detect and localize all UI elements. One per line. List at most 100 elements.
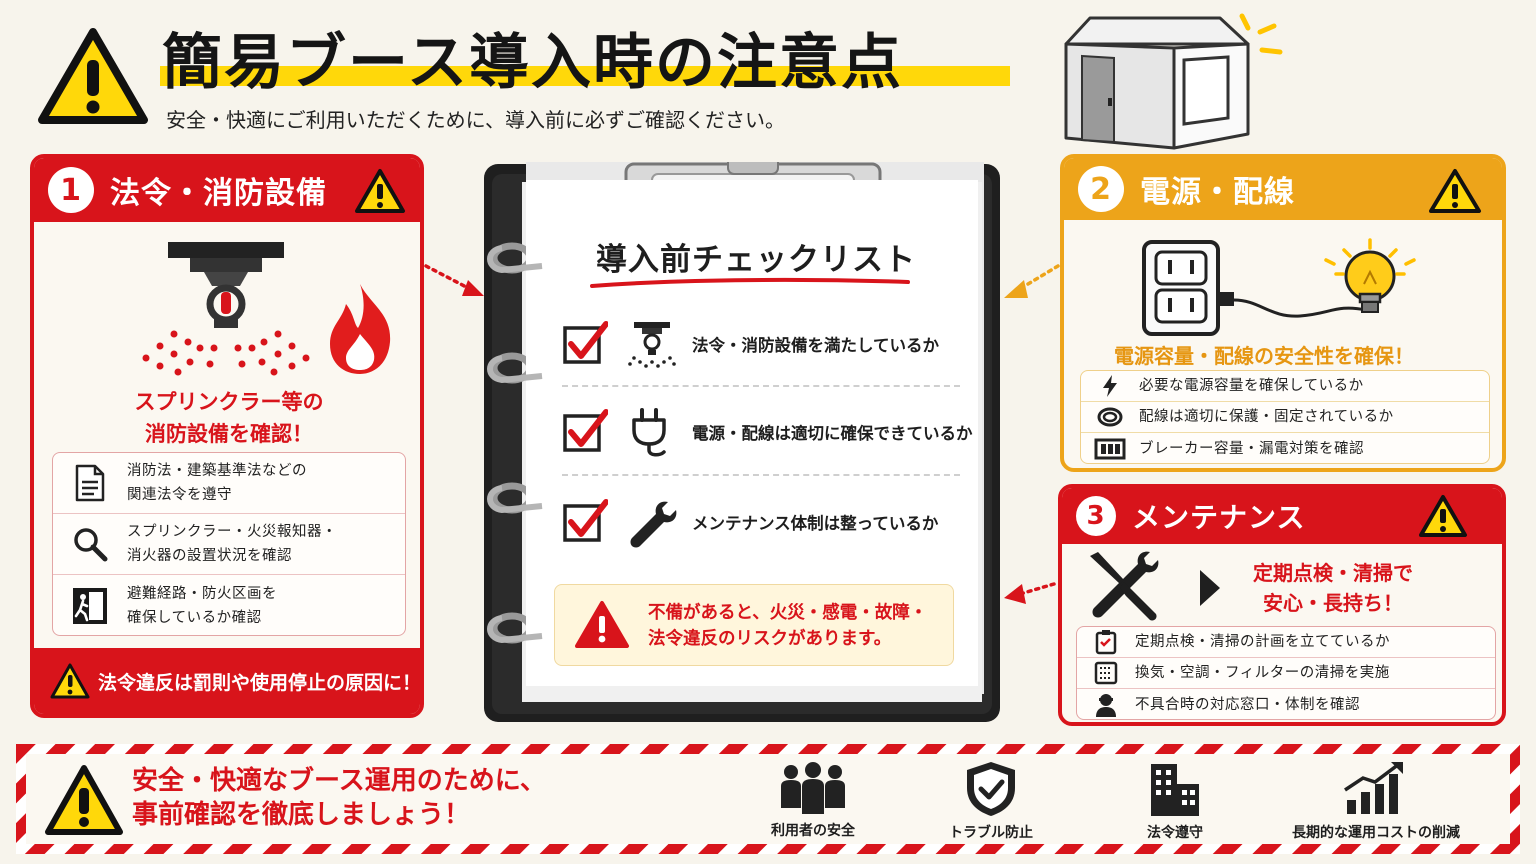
list-item-line1: 消防法・建築基準法などの — [127, 463, 307, 479]
arrow-right-icon — [1200, 570, 1220, 606]
checkbox-checked-icon — [563, 409, 608, 452]
warning-icon — [50, 663, 90, 699]
list-item-text: 配線は適切に保護・固定されているか — [1139, 409, 1394, 425]
panel-power-wiring: 2 電源・配線 電源容量・配線の安全性を確保！ — [1060, 154, 1506, 472]
warning-icon — [575, 601, 629, 648]
panel-number: 1 — [48, 167, 94, 213]
banner-line2: 事前確認を徹底しましょう！ — [132, 800, 471, 830]
cable-icon — [1097, 407, 1123, 427]
list-item-text: 不具合時の対応窓口・体制を確認 — [1135, 696, 1360, 713]
panel-number: 2 — [1078, 166, 1124, 212]
panel-title: メンテナンス — [1132, 501, 1306, 534]
list-item-text: 定期点検・清掃の計画を立てているか — [1135, 634, 1390, 650]
document-icon — [75, 464, 105, 502]
arrow-left-icon — [1004, 264, 1060, 298]
support-person-icon — [1096, 693, 1116, 717]
list-item-line2: 確保しているか確認 — [127, 609, 262, 626]
booth-illustration — [1064, 13, 1283, 150]
list-item: スプリンクラー・火災報知器・ 消火器の設置状況を確認 — [53, 514, 405, 575]
panel-legal-fire: 1 法令・消防設備 スプリンクラー等の 消防設備を確認！ — [30, 154, 424, 718]
building-icon — [1151, 764, 1199, 816]
wrench-icon — [630, 501, 677, 548]
list-item-text: 必要な電源容量を確保しているか — [1139, 378, 1364, 394]
sprinkler-icon — [142, 242, 310, 376]
benefit-item: 長期的な運用コストの削減 — [1276, 760, 1476, 842]
list-item: 避難経路・防火区画を 確保しているか確認 — [53, 575, 405, 636]
banner-line1: 安全・快適なブース運用のために、 — [132, 766, 546, 796]
list-item: 不具合時の対応窓口・体制を確認 — [1077, 689, 1495, 720]
checklist-item-text: 電源・配線は適切に確保できているか — [692, 424, 973, 443]
arrow-left-icon — [1004, 582, 1056, 604]
benefit-item: 法令遵守 — [1090, 760, 1260, 842]
growth-chart-icon — [1344, 762, 1403, 814]
list-item: 必要な電源容量を確保しているか — [1081, 371, 1489, 402]
list-item: 換気・空調・フィルターの清掃を実施 — [1077, 658, 1495, 689]
magnifier-icon — [74, 528, 108, 562]
divider — [562, 385, 960, 387]
risk-line2: 法令違反のリスクがあります。 — [648, 629, 892, 649]
checklist-item-text: 法令・消防設備を満たしているか — [692, 336, 940, 355]
checklist-item: 法令・消防設備を満たしているか — [562, 314, 962, 374]
list-item-text: ブレーカー容量・漏電対策を確認 — [1139, 440, 1364, 457]
list-item-line1: スプリンクラー・火災報知器・ — [127, 524, 337, 540]
panel-check-list: 消防法・建築基準法などの 関連法令を遵守 スプリンクラー・火災報知器・ 消火器の… — [52, 452, 406, 636]
benefit-label: トラブル防止 — [949, 825, 1033, 841]
benefit-label: 利用者の安全 — [771, 823, 855, 839]
checklist-item-text: メンテナンス体制は整っているか — [692, 514, 939, 533]
divider — [562, 474, 960, 476]
clipboard-icon — [1095, 630, 1117, 655]
list-item-line2: 関連法令を遵守 — [127, 487, 232, 503]
arrow-right-icon — [424, 264, 484, 296]
sprinkler-icon — [628, 322, 676, 368]
list-item: 配線は適切に保護・固定されているか — [1081, 402, 1489, 433]
fire-icon — [330, 284, 391, 374]
panel-check-list: 必要な電源容量を確保しているか 配線は適切に保護・固定されているか ブレーカー容… — [1080, 370, 1490, 464]
checkbox-checked-icon — [563, 499, 608, 542]
panel-caption-line1: スプリンクラー等の — [134, 390, 324, 414]
benefit-item: トラブル防止 — [906, 760, 1076, 842]
checklist-item: 電源・配線は適切に確保できているか — [562, 402, 973, 462]
panel-maintenance: 3 メンテナンス 定期点検・清掃で 安心・長持ち！ 定期点検・清掃の計画を立てて… — [1058, 484, 1506, 726]
banner-message: 安全・快適なブース運用のために、 事前確認を徹底しましょう！ — [132, 764, 546, 832]
title-highlight — [160, 66, 1010, 86]
panel-title: 電源・配線 — [1140, 175, 1295, 210]
banner — [26, 754, 1510, 844]
outlet-bulb-illustration — [1142, 238, 1416, 336]
plug-icon — [632, 408, 666, 457]
breaker-icon — [1094, 438, 1126, 459]
tools-icon — [1090, 551, 1159, 621]
checklist-title: 導入前チェックリスト — [596, 242, 916, 278]
warning-icon — [355, 169, 405, 213]
panel-caption-line2: 安心・長持ち！ — [1263, 591, 1403, 615]
benefit-item: 利用者の安全 — [728, 760, 898, 840]
panel-footer: 法令違反は罰則や使用停止の原因に！ — [34, 648, 420, 714]
risk-line1: 不備があると、火災・感電・故障・ — [648, 603, 928, 623]
panel-caption-line2: 消防設備を確認！ — [145, 422, 313, 446]
warning-icon — [45, 765, 123, 835]
list-item: ブレーカー容量・漏電対策を確認 — [1081, 433, 1489, 464]
lightning-icon — [1103, 375, 1117, 397]
panel-number: 3 — [1076, 496, 1116, 536]
list-item: 定期点検・清掃の計画を立てているか — [1077, 627, 1495, 658]
risk-notice-text: 不備があると、火災・感電・故障・ 法令違反のリスクがあります。 — [648, 600, 927, 652]
users-icon — [781, 762, 845, 814]
warning-icon — [1419, 495, 1467, 537]
filter-icon — [1094, 661, 1118, 685]
page-title: 簡易ブース導入時の注意点 — [162, 28, 903, 98]
warning-icon — [1429, 169, 1481, 213]
emergency-exit-icon — [73, 587, 107, 624]
panel-check-list: 定期点検・清掃の計画を立てているか 換気・空調・フィルターの清掃を実施 不具合時… — [1076, 626, 1496, 720]
checkbox-checked-icon — [563, 321, 608, 364]
warning-icon — [38, 28, 148, 124]
benefit-label: 長期的な運用コストの削減 — [1292, 825, 1460, 841]
benefit-label: 法令遵守 — [1147, 825, 1203, 841]
panel-caption-line1: 定期点検・清掃で — [1253, 561, 1413, 585]
shield-check-icon — [967, 762, 1015, 816]
panel-header: 2 電源・配線 — [1064, 158, 1502, 220]
list-item-line1: 避難経路・防火区画を — [127, 585, 277, 602]
title-underline — [590, 277, 910, 288]
list-item: 消防法・建築基準法などの 関連法令を遵守 — [53, 453, 405, 514]
page-subtitle: 安全・快適にご利用いただくために、導入前に必ずご確認ください。 — [166, 108, 785, 132]
checklist-item: メンテナンス体制は整っているか — [562, 492, 962, 552]
risk-notice — [554, 584, 954, 666]
